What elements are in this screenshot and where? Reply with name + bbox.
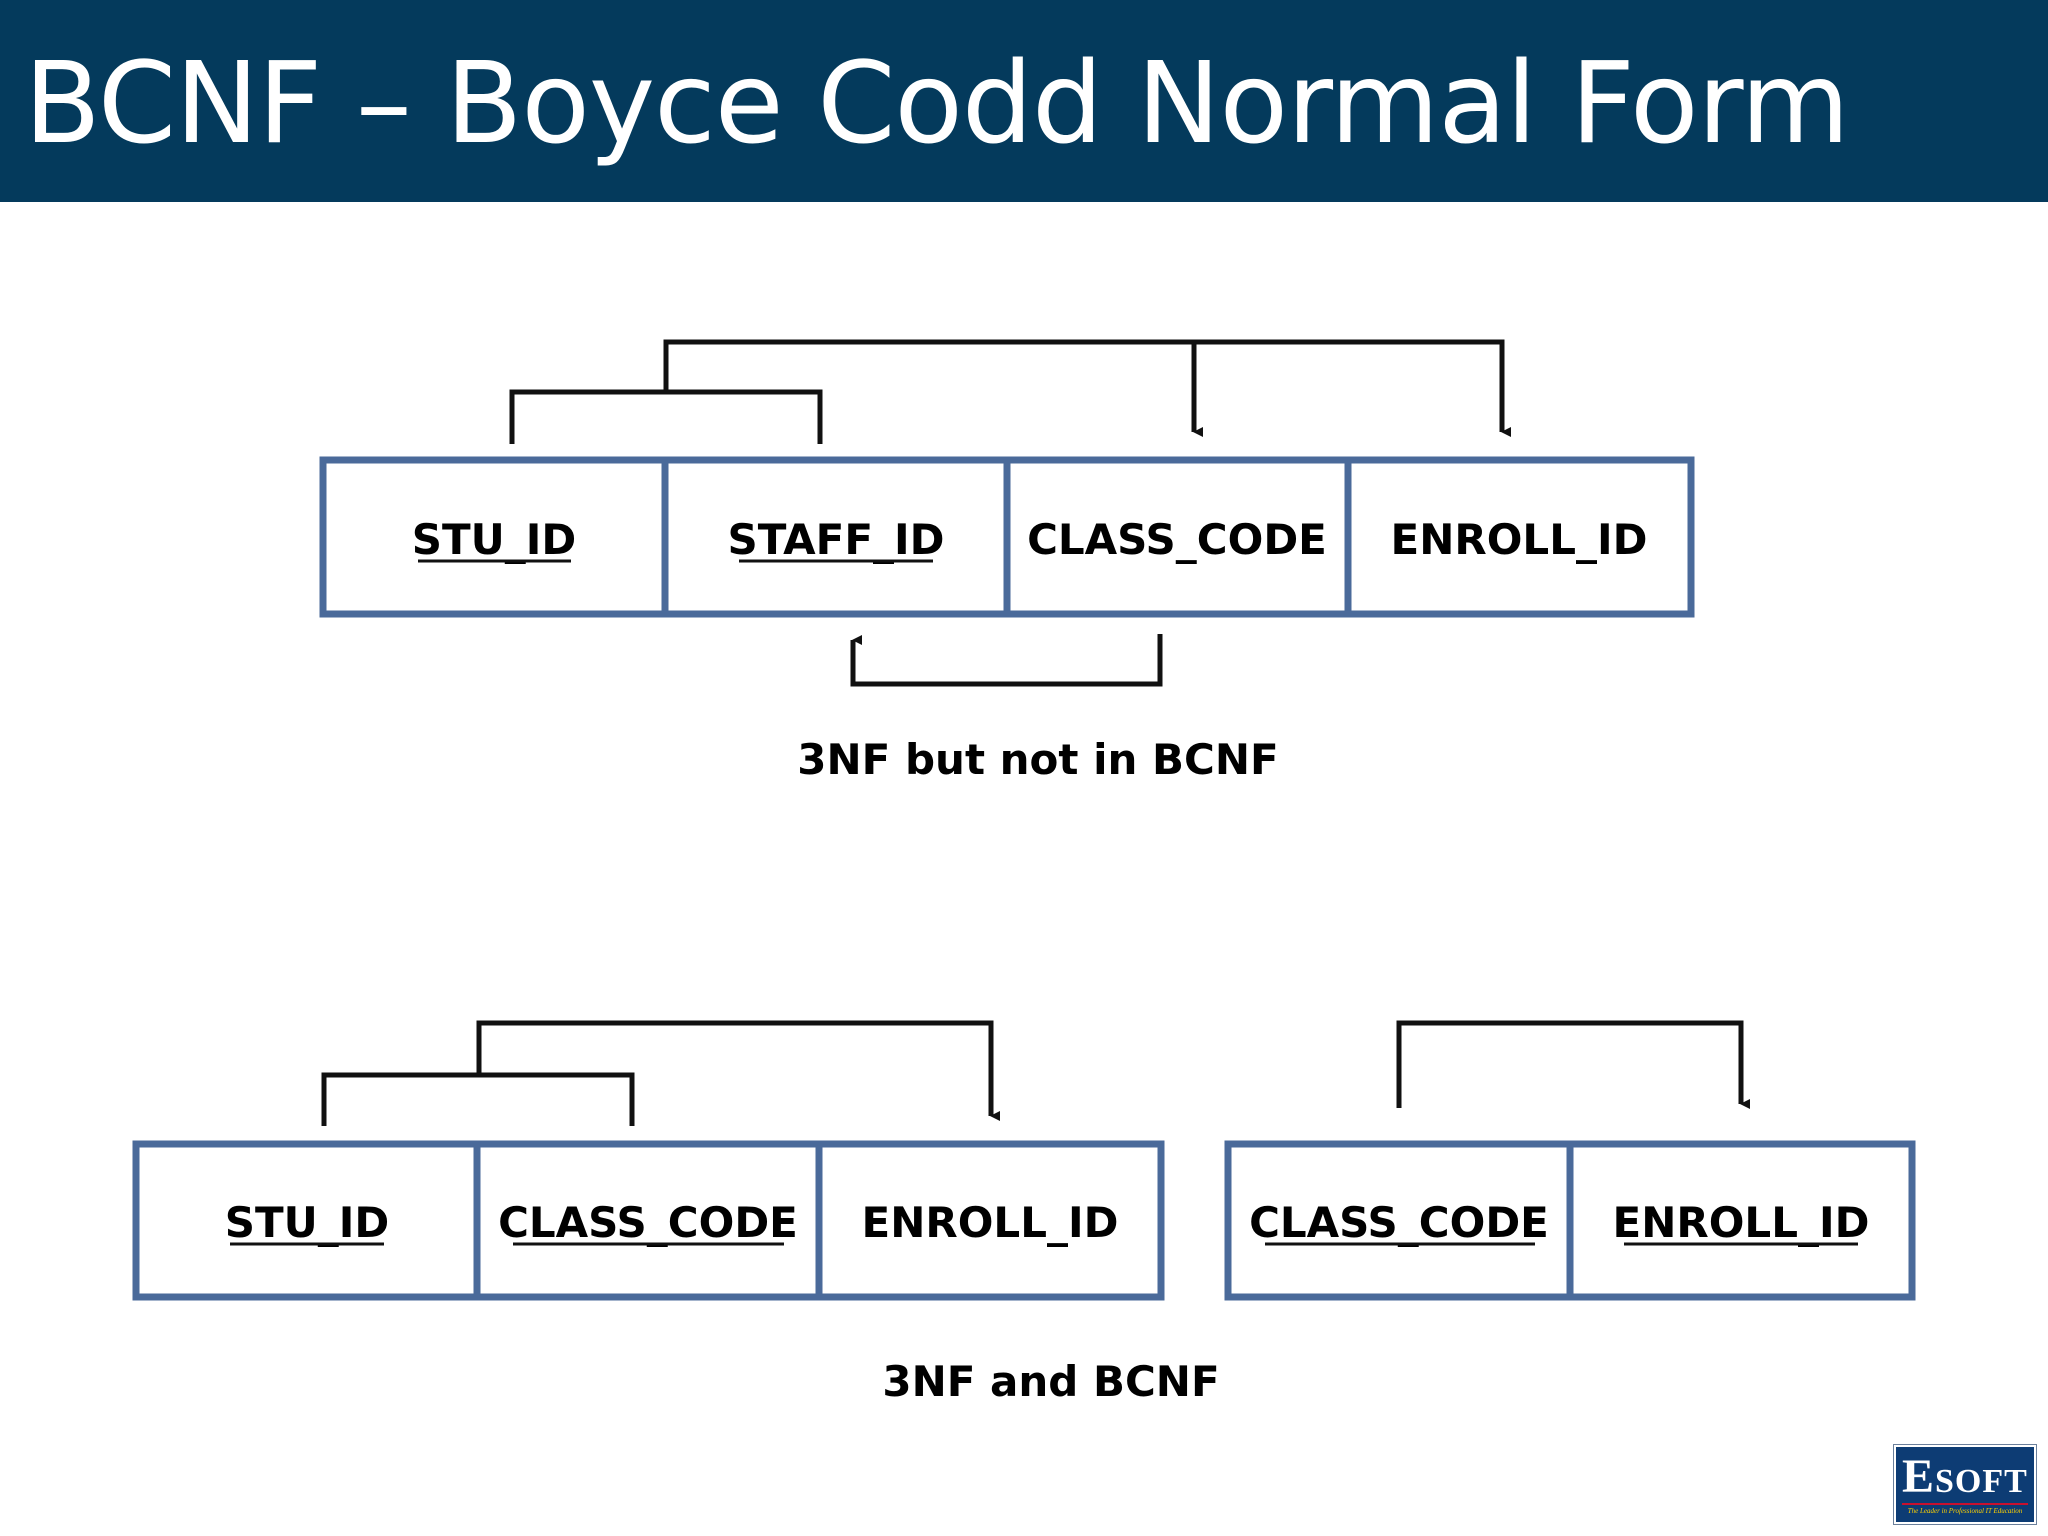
top-key-stem	[663, 339, 1511, 437]
bottom-caption: 3NF and BCNF	[882, 1357, 1219, 1406]
top-partial-dependency-arrow	[850, 634, 1163, 687]
top-caption: 3NF but not in BCNF	[797, 735, 1278, 784]
esoft-logo-tagline: The Leader in Professional IT Education	[1907, 1507, 2023, 1515]
top-cell-stu-id: STU_ID	[412, 515, 577, 564]
bottom-left-cell-enroll-id: ENROLL_ID	[862, 1198, 1119, 1247]
bottom-left-arrow-to-enroll-id	[476, 1020, 1000, 1121]
top-cell-enroll-id: ENROLL_ID	[1391, 515, 1648, 564]
slide-title: BCNF – Boyce Codd Normal Form	[24, 39, 1850, 169]
bottom-left-dependency-arrows	[321, 1020, 1000, 1126]
title-bar: BCNF – Boyce Codd Normal Form	[0, 0, 2048, 202]
bottom-right-cell-class-code: CLASS_CODE	[1249, 1198, 1549, 1247]
esoft-logo: ESOFT The Leader in Professional IT Educ…	[1894, 1445, 2036, 1524]
bottom-left-key-bracket	[321, 1072, 635, 1126]
top-table: STU_ID STAFF_ID CLASS_CODE ENROLL_ID	[319, 456, 1695, 618]
bottom-right-table: CLASS_CODE ENROLL_ID	[1224, 1140, 1916, 1301]
top-cell-staff-id: STAFF_ID	[727, 515, 944, 564]
bottom-left-table-outline	[132, 1140, 1165, 1301]
bottom-left-cell-stu-id: STU_ID	[225, 1198, 390, 1247]
bottom-left-cell-class-code: CLASS_CODE	[498, 1198, 798, 1247]
esoft-logo-rule	[1902, 1503, 2028, 1505]
top-cell-class-code: CLASS_CODE	[1027, 515, 1327, 564]
bottom-left-table: STU_ID CLASS_CODE ENROLL_ID	[132, 1140, 1165, 1301]
top-dependency-arrows	[509, 339, 1511, 444]
top-key-bracket	[509, 389, 823, 444]
esoft-logo-wordmark: ESOFT	[1902, 1450, 2028, 1503]
bottom-right-dependency-arrows	[1396, 1020, 1750, 1109]
bottom-right-arrow-class-to-enroll	[1396, 1020, 1750, 1109]
bottom-right-cell-enroll-id: ENROLL_ID	[1613, 1198, 1870, 1247]
class-code-to-staff-id-arrow	[850, 634, 1163, 687]
